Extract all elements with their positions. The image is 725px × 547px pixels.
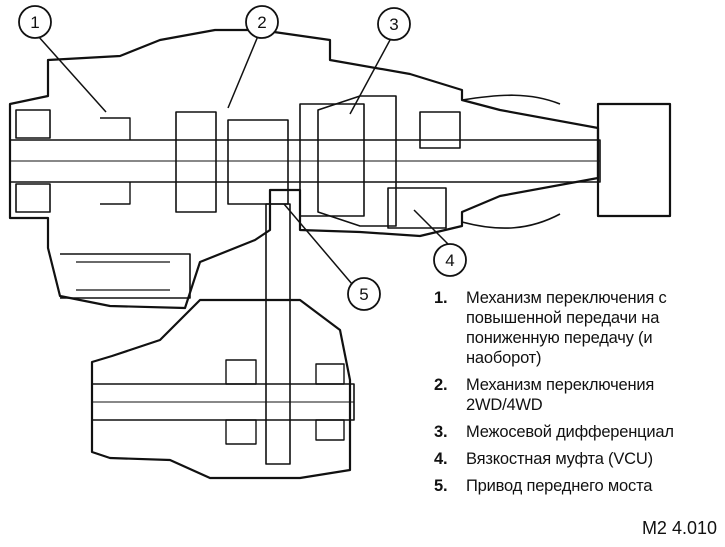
- callout-2: [245, 5, 279, 39]
- rear-output-flange: [596, 102, 672, 218]
- callout-3-label: 3: [389, 15, 398, 34]
- callout-5: [347, 277, 381, 311]
- callout-1: [18, 5, 52, 39]
- legend-item-1: 1. Механизм переключения с повышенной пе…: [424, 288, 720, 368]
- front-output-housing: [90, 298, 352, 480]
- gear-stack: [227, 119, 289, 205]
- viscous-coupling: [387, 187, 447, 229]
- legend-number: 5.: [434, 477, 448, 495]
- legend-number: 1.: [434, 289, 448, 307]
- legend-text: Привод переднего моста: [466, 477, 653, 495]
- legend-item-5: 5. Привод переднего моста: [424, 476, 720, 496]
- legend-number: 3.: [434, 423, 448, 441]
- front-drive-shaft: [265, 203, 291, 465]
- callout-2-label: 2: [257, 13, 266, 32]
- legend-text: Механизм переключения 2WD/4WD: [466, 376, 655, 414]
- figure-code: M2 4.010: [641, 518, 717, 538]
- callout-1-label: 1: [30, 13, 39, 32]
- legend-number: 4.: [434, 450, 448, 468]
- callout-3: [377, 7, 411, 41]
- callout-4-label: 4: [445, 251, 454, 270]
- legend-number: 2.: [434, 376, 448, 394]
- transfer-case-housing: [8, 28, 600, 310]
- legend-text: Вязкостная муфта (VCU): [466, 450, 653, 468]
- legend-item-2: 2. Механизм переключения 2WD/4WD: [424, 375, 720, 415]
- legend: 1. Механизм переключения с повышенной пе…: [424, 288, 720, 503]
- callout-5-label: 5: [359, 285, 368, 304]
- legend-text: Межосевой дифференциал: [466, 423, 674, 441]
- legend-item-4: 4. Вязкостная муфта (VCU): [424, 449, 720, 469]
- legend-text: Механизм переключения с повышенной перед…: [466, 289, 667, 367]
- callout-4: [433, 243, 467, 277]
- legend-item-3: 3. Межосевой дифференциал: [424, 422, 720, 442]
